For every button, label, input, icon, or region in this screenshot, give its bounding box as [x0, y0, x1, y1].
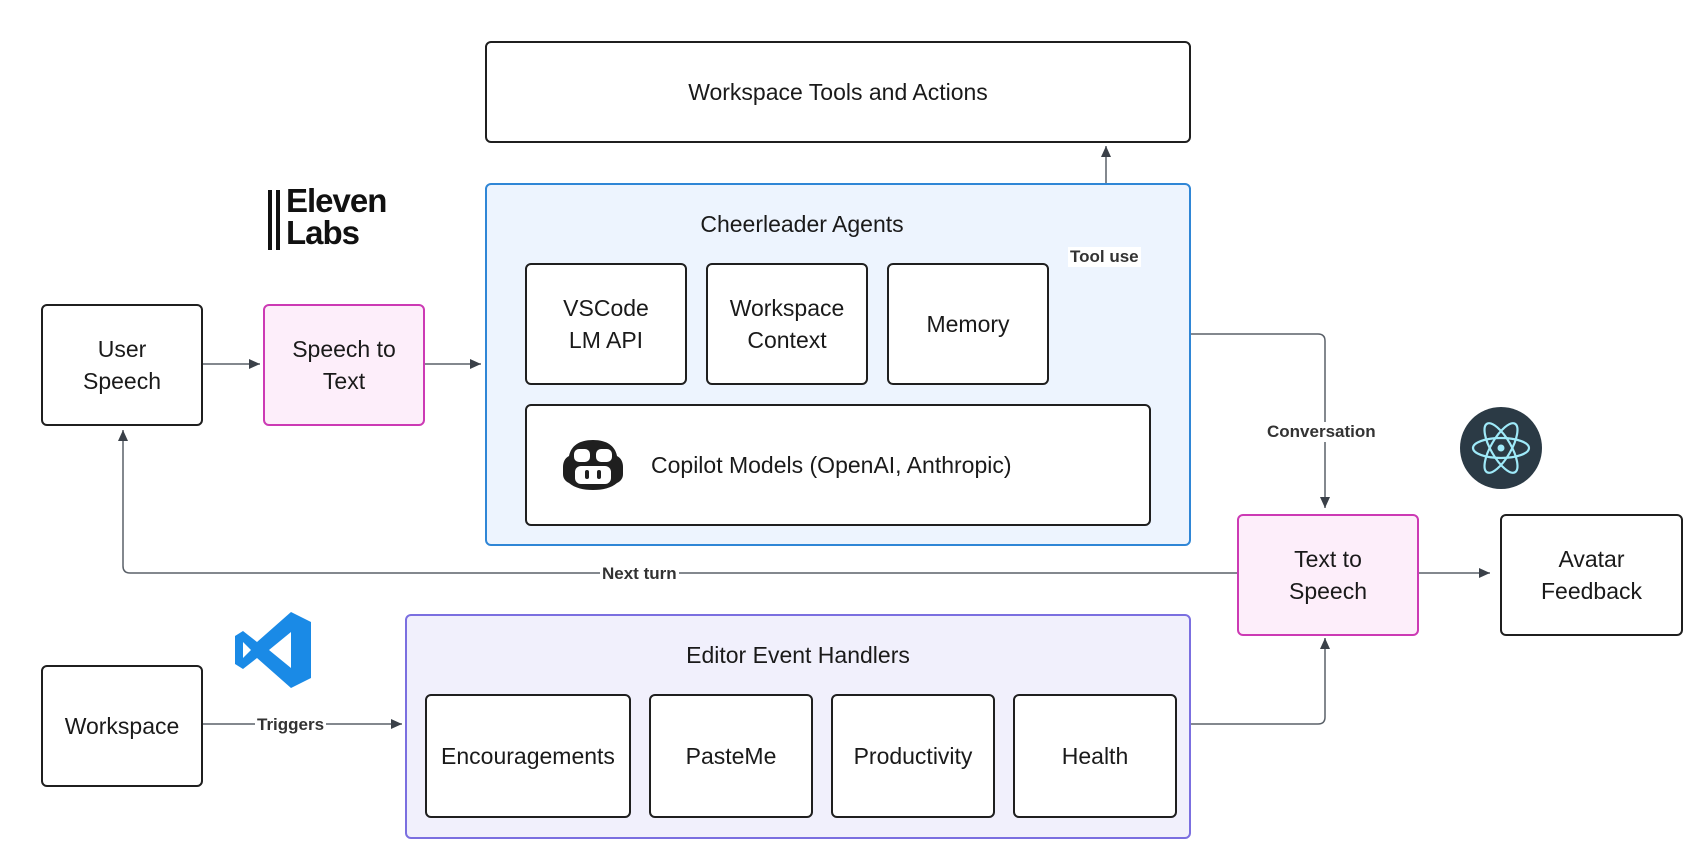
- editor-event-handlers-title: Editor Event Handlers: [686, 642, 910, 668]
- cheerleader-agents-title: Cheerleader Agents: [700, 211, 904, 237]
- copilot-models-box: Copilot Models (OpenAI, Anthropic): [525, 404, 1151, 526]
- vscode-icon: [235, 612, 311, 688]
- workspace-tools-box: Workspace Tools and Actions: [485, 41, 1191, 143]
- encouragements-label: Encouragements: [441, 743, 615, 769]
- conversation-label: Conversation: [1265, 422, 1378, 442]
- vscode-lm-api-box: VSCode LM API: [525, 263, 687, 385]
- triggers-label: Triggers: [255, 715, 327, 735]
- copilot-models-label: Copilot Models (OpenAI, Anthropic): [651, 452, 1012, 478]
- text-to-speech-box: Text to Speech: [1237, 514, 1419, 636]
- speech-to-text-box: Speech to Text: [263, 304, 425, 426]
- elevenlabs-bars-2: [276, 190, 280, 250]
- productivity-label: Productivity: [853, 743, 973, 769]
- next-turn-label: Next turn: [600, 564, 679, 584]
- memory-box: Memory: [887, 263, 1049, 385]
- text-to-speech-label: Text to Speech: [1288, 546, 1367, 604]
- memory-label: Memory: [926, 311, 1010, 337]
- health-box: Health: [1013, 694, 1177, 818]
- speech-to-text-label: Speech to Text: [292, 336, 396, 394]
- user-speech-label: User Speech: [82, 336, 161, 394]
- avatar-feedback-label: Avatar Feedback: [1540, 546, 1642, 604]
- pasteme-label: PasteMe: [685, 743, 777, 769]
- health-label: Health: [1061, 743, 1129, 769]
- workspace-box: Workspace: [41, 665, 203, 787]
- encouragements-box: Encouragements: [425, 694, 631, 818]
- github-copilot-icon: [563, 440, 623, 490]
- workspace-context-box: Workspace Context: [706, 263, 868, 385]
- electron-icon: [1460, 407, 1542, 489]
- vscode-lm-api-label: VSCode LM API: [563, 295, 649, 353]
- elevenlabs-wordmark-1: Eleven: [286, 182, 387, 219]
- workspace-context-label: Workspace Context: [729, 295, 845, 353]
- workspace-tools-label: Workspace Tools and Actions: [688, 79, 988, 105]
- user-speech-box: User Speech: [41, 304, 203, 426]
- elevenlabs-bars: [268, 190, 272, 250]
- elevenlabs-wordmark-2: Labs: [286, 214, 360, 251]
- tool-use-label: Tool use: [1068, 247, 1141, 267]
- avatar-feedback-box: Avatar Feedback: [1500, 514, 1683, 636]
- productivity-box: Productivity: [831, 694, 995, 818]
- pasteme-box: PasteMe: [649, 694, 813, 818]
- workspace-label: Workspace: [64, 713, 180, 739]
- elevenlabs-logo: Eleven Labs: [268, 184, 394, 258]
- edge-handlers-to-tts: [1189, 638, 1330, 725]
- edge-next-turn: [118, 430, 1237, 574]
